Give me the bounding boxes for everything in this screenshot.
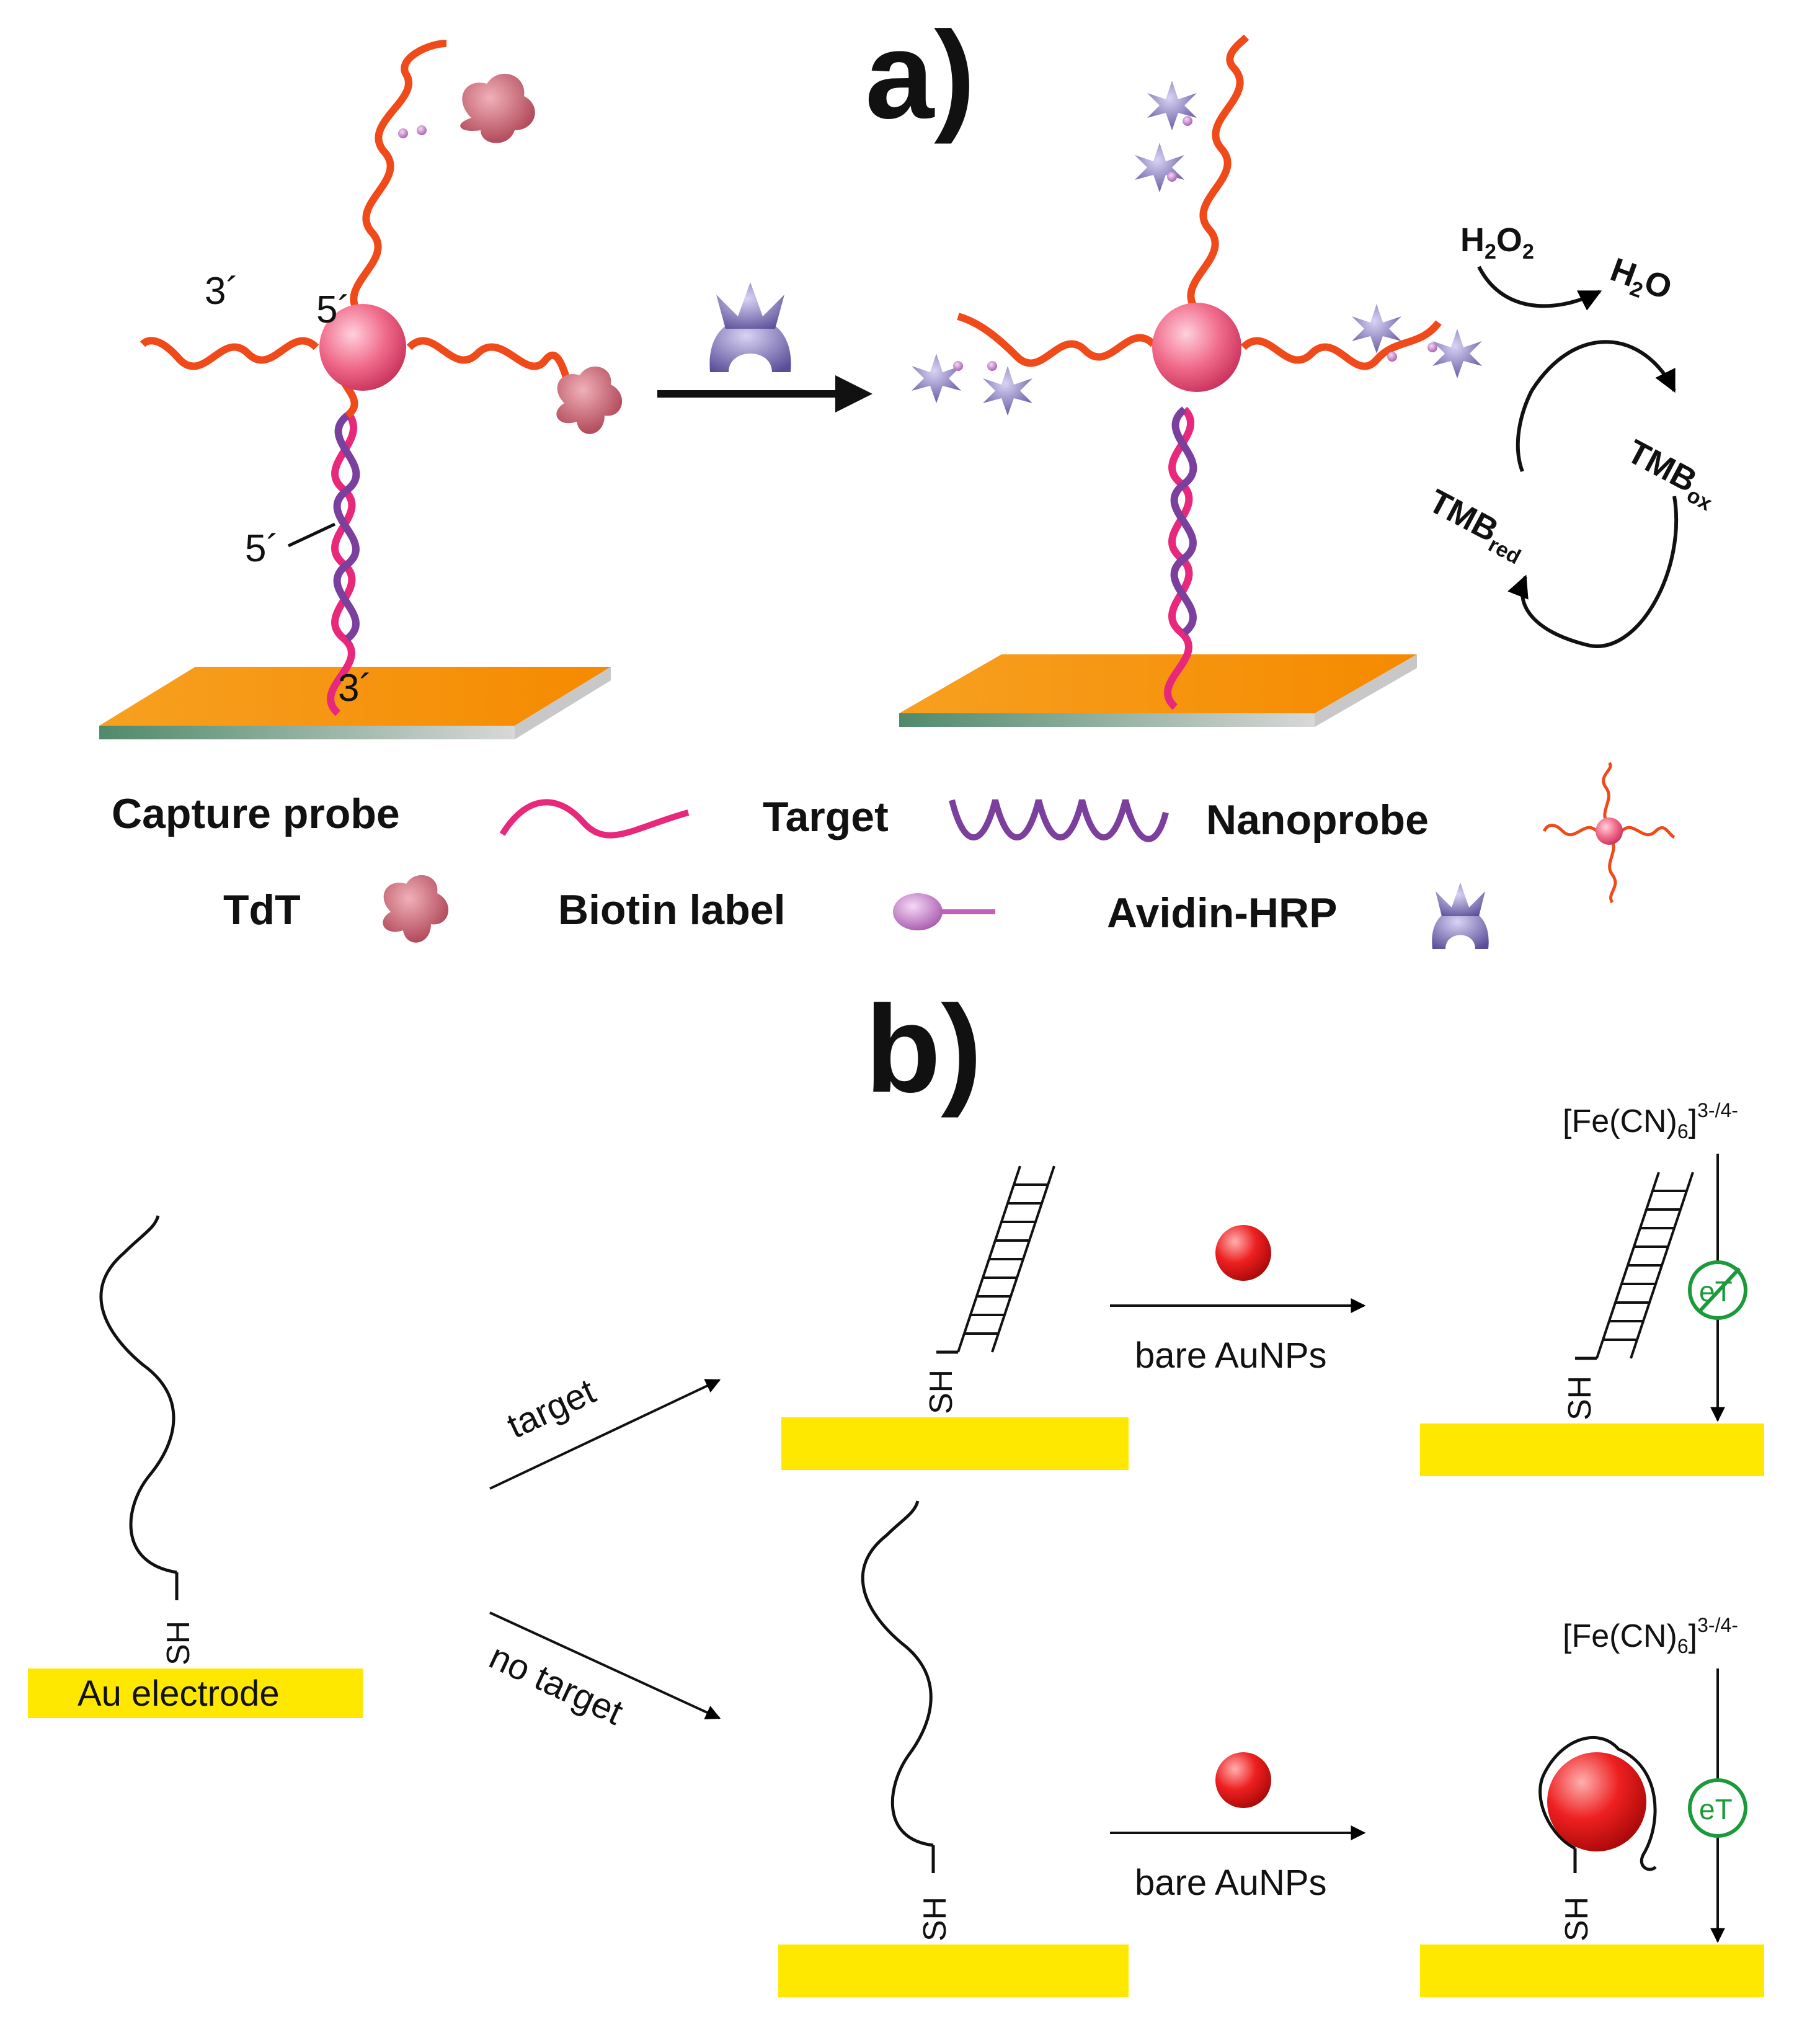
gold-nanoparticle bbox=[1152, 303, 1241, 392]
nanoprobe-arm-left bbox=[140, 337, 319, 370]
legend-capture-probe: Capture probe bbox=[112, 790, 400, 837]
thiol-label: SH bbox=[923, 1370, 959, 1414]
avidin-hrp-reagent bbox=[709, 282, 791, 372]
legend: Capture probe Target Nanoprobe TdT Bioti… bbox=[112, 762, 1676, 949]
target-arrow bbox=[489, 1379, 721, 1490]
legend-target: Target bbox=[763, 793, 889, 840]
au-electrode bbox=[1420, 1423, 1764, 1476]
biotin-label bbox=[953, 116, 1437, 371]
gold-surface-top bbox=[899, 654, 1417, 713]
tmb-catalytic-cycle: H2O2 H2O TMBox TMBred bbox=[1421, 221, 1725, 648]
et-icon bbox=[1688, 1778, 1747, 1838]
three-prime-label: 3´ bbox=[338, 667, 372, 710]
redox-probe-label: [Fe(CN)6]3-/4- bbox=[1563, 1614, 1738, 1657]
tdt-enzyme bbox=[460, 73, 535, 143]
nanoprobe-arm-top bbox=[1187, 34, 1250, 313]
ssdna-probe bbox=[861, 1500, 934, 1847]
panel-a-tag: a) bbox=[865, 6, 975, 145]
cycle-arrow-top bbox=[1530, 340, 1676, 393]
nanoprobe-arm-left bbox=[957, 313, 1156, 367]
gold-surface-edge bbox=[99, 726, 515, 739]
tdt-enzyme bbox=[556, 366, 623, 434]
no-target-arrow bbox=[489, 1611, 721, 1719]
upper-result-electrode: SH [Fe(CN)6]3-/4- eT bbox=[1420, 1099, 1764, 1476]
legend-avidin-swatch bbox=[1432, 883, 1489, 949]
biotin-label bbox=[398, 128, 408, 138]
wrapped-ssdna bbox=[1538, 1735, 1657, 1871]
au-electrode-label: Au electrode bbox=[78, 1673, 280, 1714]
tmb-red-label: TMBred bbox=[1421, 483, 1534, 569]
start-electrode: Au electrode SH bbox=[28, 1215, 363, 1718]
legend-target-swatch bbox=[949, 799, 1169, 842]
au-electrode bbox=[778, 1945, 1129, 1997]
bound-avidin-hrp bbox=[912, 81, 1482, 416]
legend-biotin-label: Biotin label bbox=[558, 886, 785, 933]
legend-nanoprobe-swatch bbox=[1542, 762, 1676, 904]
reagent-label-upper: bare AuNPs bbox=[1135, 1335, 1327, 1376]
cycle-arrow-bottom bbox=[1507, 496, 1679, 648]
thiol-label: SH bbox=[161, 1621, 197, 1665]
h2o2-to-h2o-arrow bbox=[1477, 265, 1602, 311]
nanoprobe-assembly-right bbox=[899, 34, 1482, 727]
legend-tdt: TdT bbox=[223, 886, 301, 933]
legend-tdt-swatch bbox=[383, 875, 449, 943]
target-strand bbox=[333, 412, 360, 642]
h2o2-label: H2O2 bbox=[1460, 221, 1534, 264]
au-electrode bbox=[781, 1417, 1129, 1470]
nanoprobe-arm-right bbox=[406, 337, 574, 392]
legend-biotin-swatch bbox=[893, 893, 995, 930]
reagent-label-lower: bare AuNPs bbox=[1135, 1863, 1327, 1903]
au-electrode bbox=[1420, 1945, 1764, 1997]
au-electrode bbox=[28, 1668, 363, 1718]
thiol-label: SH bbox=[1562, 1376, 1598, 1420]
et-label: eT bbox=[1699, 1793, 1733, 1825]
h2o-label: H2O bbox=[1604, 251, 1677, 311]
biotin-label bbox=[417, 125, 427, 135]
aunp bbox=[1215, 1752, 1271, 1808]
redox-probe-label: [Fe(CN)6]3-/4- bbox=[1563, 1099, 1738, 1143]
adsorbed-aunp bbox=[1547, 1752, 1646, 1851]
legend-capture-probe-swatch bbox=[499, 799, 690, 839]
five-prime-label: 5´ bbox=[245, 527, 279, 570]
dsdna-ladder bbox=[957, 1165, 1055, 1353]
gold-nanoparticle bbox=[319, 304, 406, 391]
thiol-label: SH bbox=[917, 1897, 953, 1941]
gold-surface-top bbox=[99, 667, 611, 726]
thiol-label: SH bbox=[1559, 1897, 1595, 1941]
tmb-ox-label: TMBox bbox=[1619, 433, 1725, 516]
ssdna-probe bbox=[99, 1215, 177, 1574]
dsdna-ladder bbox=[1596, 1172, 1694, 1359]
legend-nanoprobe: Nanoprobe bbox=[1206, 796, 1429, 844]
no-target-arrow-label: no target bbox=[484, 1636, 629, 1733]
panel-b-tag: b) bbox=[865, 980, 982, 1118]
target-strand bbox=[1170, 406, 1197, 636]
hybridized-electrode: SH bbox=[781, 1165, 1129, 1470]
nanoprobe-arm-right bbox=[1240, 320, 1442, 370]
nanoprobe-arm-top bbox=[350, 40, 447, 316]
three-prime-label: 3´ bbox=[205, 270, 239, 313]
aunp bbox=[1215, 1225, 1271, 1281]
five-prime-label: 5´ bbox=[316, 288, 350, 331]
target-arrow-label: target bbox=[501, 1371, 601, 1446]
lower-result-electrode: SH [Fe(CN)6]3-/4- eT bbox=[1420, 1614, 1764, 1997]
free-probe-electrode: SH bbox=[778, 1500, 1129, 1997]
gold-surface-edge bbox=[899, 713, 1315, 727]
legend-avidin-hrp: Avidin-HRP bbox=[1107, 889, 1337, 937]
nanoprobe-assembly-left: 3´ 5´ 5´ 3´ bbox=[99, 40, 623, 739]
